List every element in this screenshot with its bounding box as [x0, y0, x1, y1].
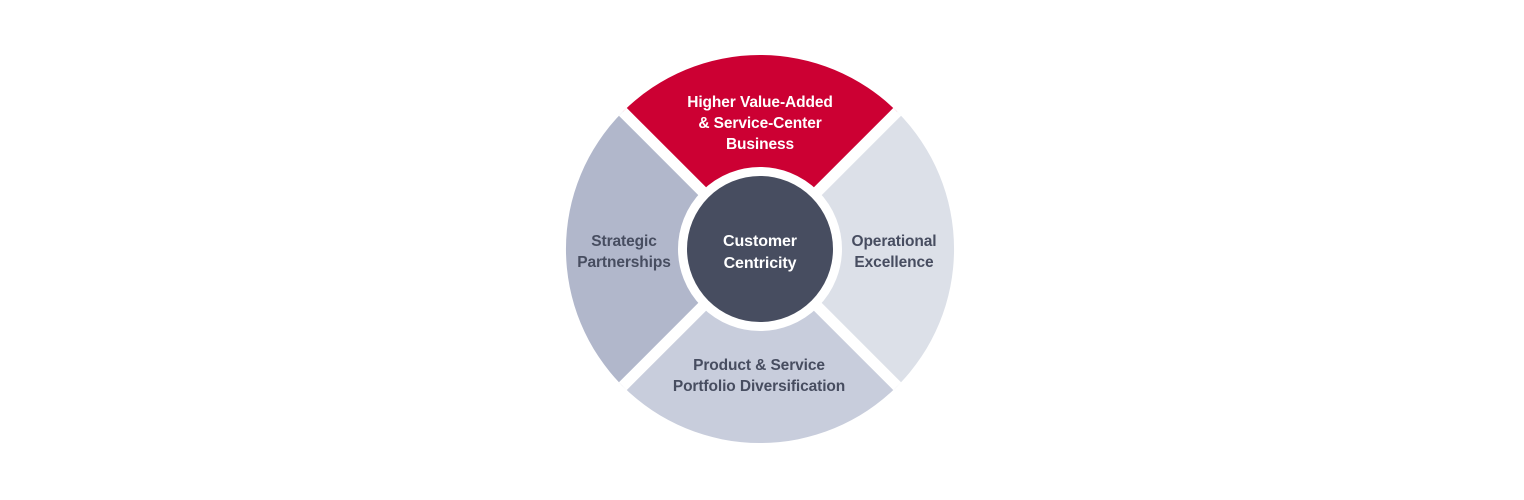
segment-label-product-service-portfolio-diversification: Product & Service Portfolio Diversificat…: [673, 357, 845, 395]
segment-operational-excellence[interactable]: [812, 111, 955, 387]
segment-label-operational-excellence: Operational Excellence: [851, 233, 936, 271]
segment-label-line: Operational: [851, 233, 936, 250]
divider-bottom-left: [618, 297, 712, 391]
segment-label-strategic-partnerships: Strategic Partnerships: [577, 233, 671, 271]
segment-label-line: Product & Service: [693, 357, 825, 374]
divider-top-left: [618, 107, 712, 201]
divider-top-right: [808, 107, 902, 201]
segment-dividers: [618, 107, 902, 391]
hub-ring: [678, 167, 842, 331]
segment-label-line: & Service-Center: [698, 115, 821, 132]
segment-label-line: Portfolio Diversification: [673, 378, 845, 395]
hub-circle[interactable]: [687, 176, 833, 322]
segment-label-line: Business: [726, 136, 794, 153]
segment-strategic-partnerships[interactable]: [565, 111, 708, 387]
segment-label-line: Strategic: [591, 233, 657, 250]
hub-label-line: Centricity: [724, 255, 797, 272]
divider-bottom-right: [808, 297, 902, 391]
segment-label-line: Partnerships: [577, 254, 671, 271]
hub-label: Customer Centricity: [723, 233, 797, 272]
hub-label-line: Customer: [723, 233, 797, 250]
segment-label-line: Excellence: [854, 254, 934, 271]
segment-label-higher-value-added: Higher Value-Added & Service-Center Busi…: [687, 94, 833, 153]
segment-higher-value-added[interactable]: [622, 54, 898, 197]
segment-label-line: Higher Value-Added: [687, 94, 832, 111]
segment-product-service-portfolio-diversification[interactable]: [622, 301, 898, 444]
